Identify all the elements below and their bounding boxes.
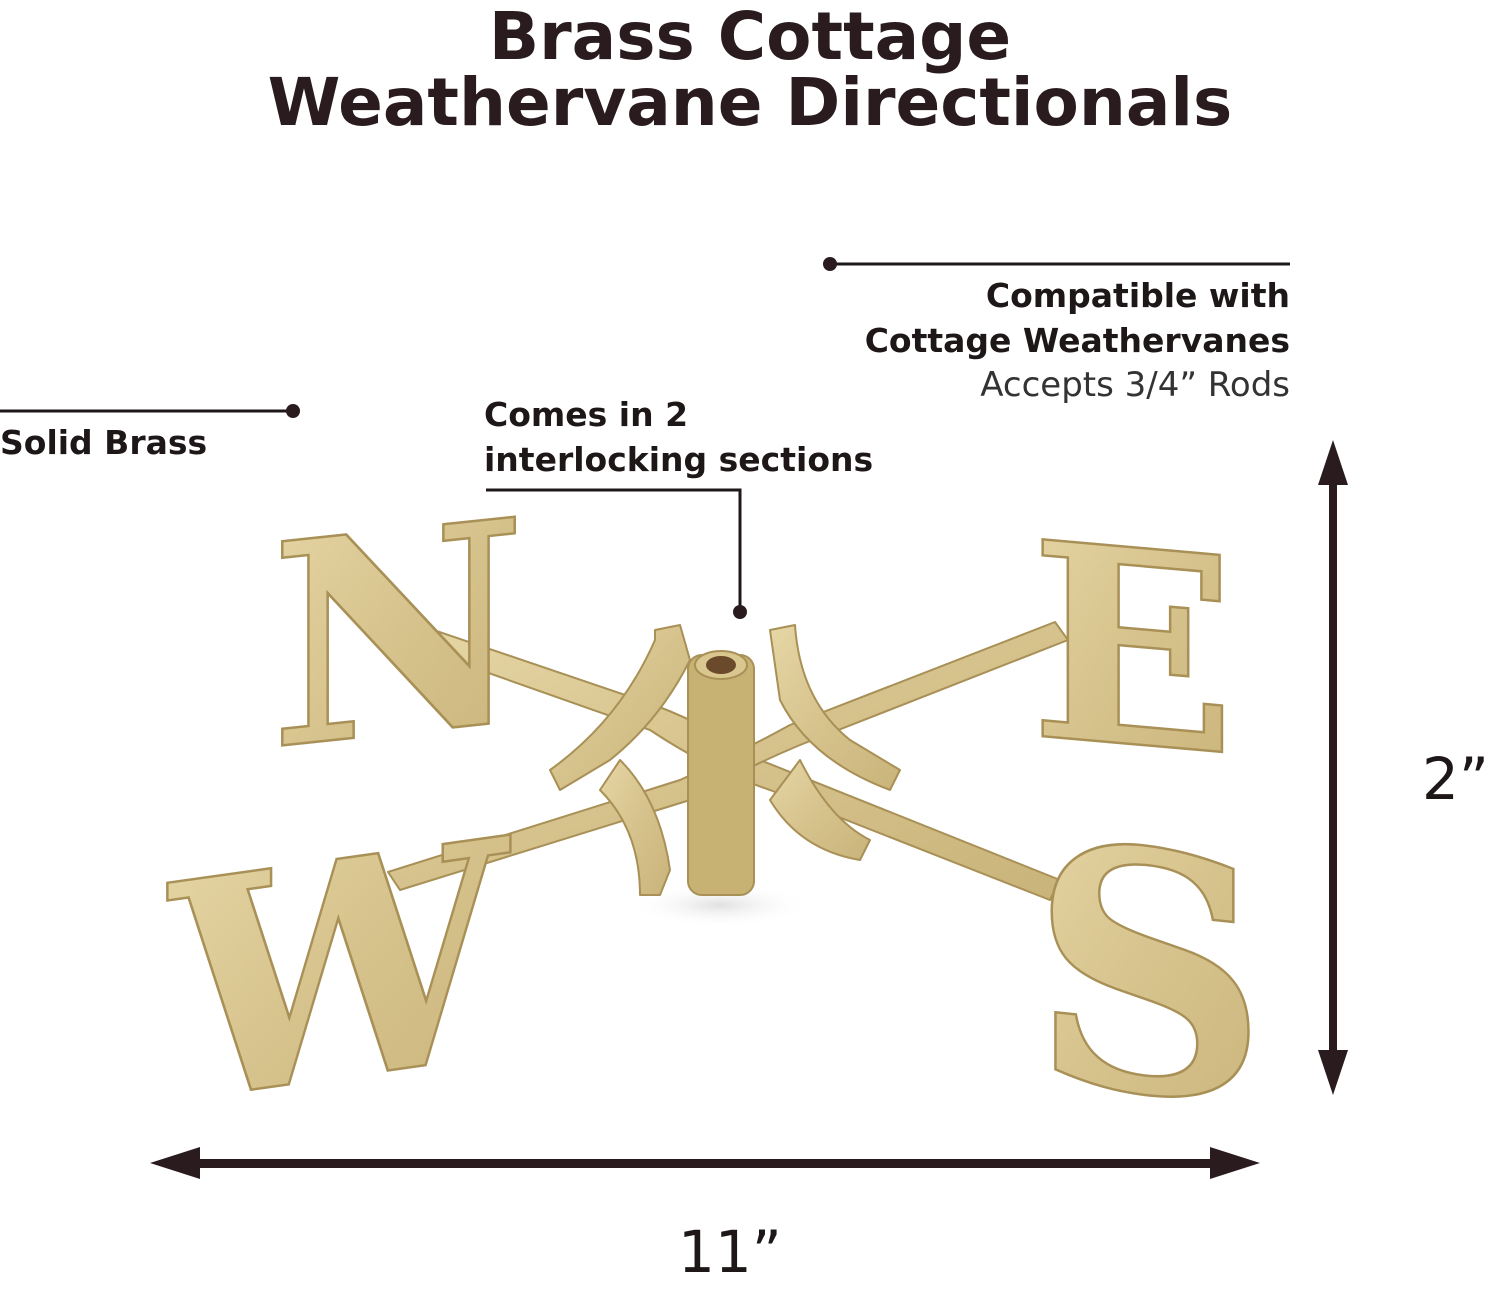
title-line-2: Weathervane Directionals xyxy=(267,64,1233,141)
title-line-1: Brass Cottage xyxy=(488,0,1012,75)
width-dimension-label: 11” xyxy=(678,1218,782,1286)
callout-material-label: Solid Brass xyxy=(0,423,208,462)
callout-compatible-line-1: Compatible with xyxy=(985,276,1290,315)
arrow-down-icon xyxy=(1318,1050,1348,1095)
arm-east-west xyxy=(387,621,1069,891)
letter-n-icon: N xyxy=(270,457,526,813)
fin-right-lower xyxy=(769,759,871,861)
callout-dot-sections xyxy=(733,605,747,619)
width-dimension-arrow xyxy=(150,1147,1260,1179)
arrow-up-icon xyxy=(1318,440,1348,485)
letter-e-icon: E xyxy=(1030,482,1236,817)
fin-right-upper xyxy=(769,624,901,791)
height-dimension-label: 2” xyxy=(1422,745,1489,813)
callout-compatible: Compatible with Cottage Weathervanes Acc… xyxy=(865,273,1290,408)
center-hub xyxy=(687,654,755,896)
callout-sections-line-1: Comes in 2 xyxy=(484,395,689,434)
arrow-right-icon xyxy=(1210,1147,1260,1179)
callout-line-sections xyxy=(486,488,742,612)
letter-s-icon: S xyxy=(1030,769,1268,1182)
callout-sections-line-2: interlocking sections xyxy=(484,440,874,479)
callout-dot-material xyxy=(286,404,300,418)
callout-compatible-sub: Accepts 3/4” Rods xyxy=(980,365,1290,405)
fin-left-upper xyxy=(549,624,691,791)
callout-compatible-line-2: Cottage Weathervanes xyxy=(864,321,1290,360)
letter-w-icon: W xyxy=(165,772,512,1173)
arrow-left-icon xyxy=(150,1147,200,1179)
height-dimension-arrow xyxy=(1318,440,1348,1095)
callout-material: Solid Brass xyxy=(0,420,207,465)
hub-shadow xyxy=(630,883,810,927)
rod-socket-icon xyxy=(706,656,736,674)
fin-left-lower xyxy=(599,759,671,896)
page-title: Brass Cottage Weathervane Directionals xyxy=(0,4,1500,136)
callout-dot-compatible xyxy=(823,257,837,271)
callout-sections: Comes in 2 interlocking sections xyxy=(484,392,873,482)
